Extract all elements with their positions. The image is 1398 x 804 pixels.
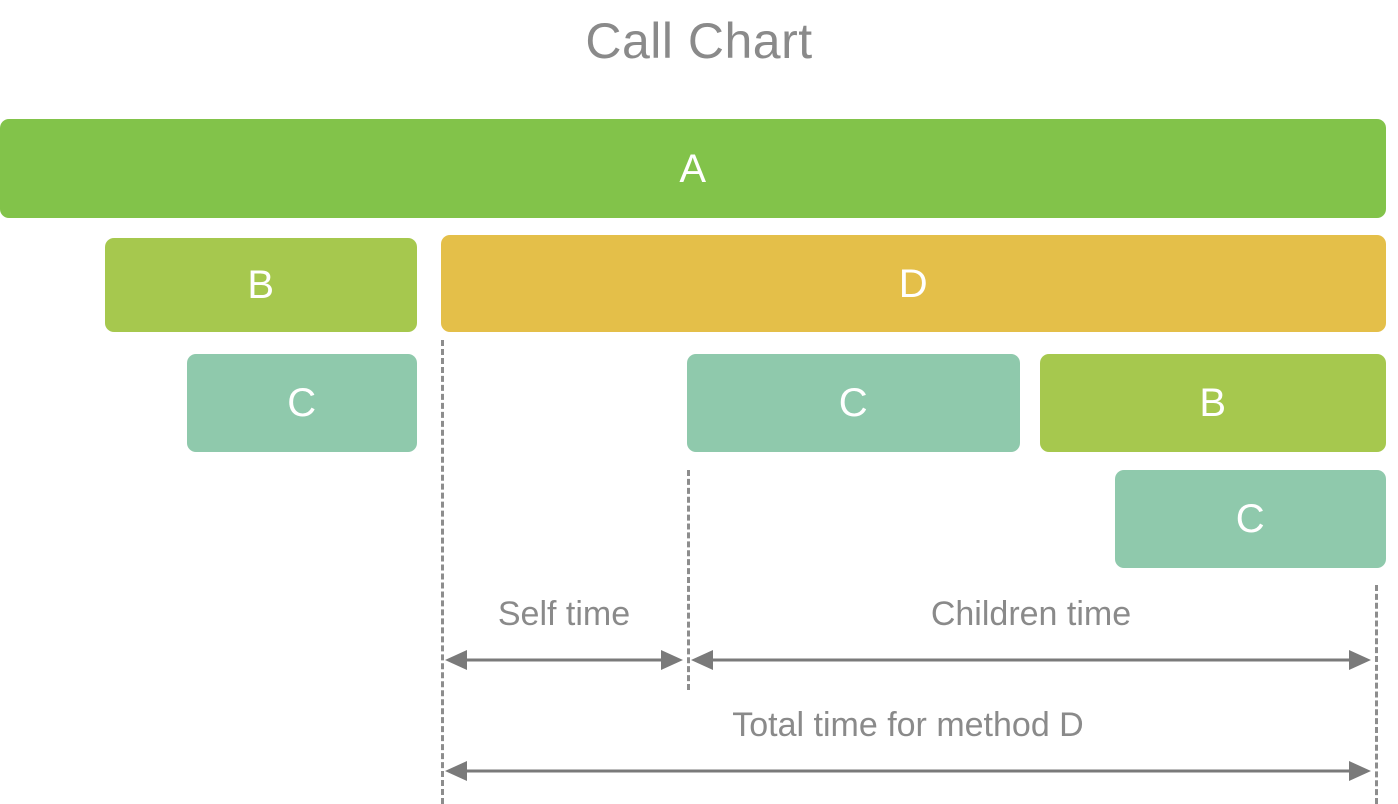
frame-label-a: A: [679, 146, 707, 191]
guide-line-right: [1375, 585, 1378, 804]
guide-line-middle: [687, 470, 690, 690]
frame-bar-c-3[interactable]: C: [1115, 470, 1386, 568]
frame-label-c-3: C: [1235, 497, 1266, 541]
frame-label-d: D: [898, 261, 929, 306]
frame-bar-b-1[interactable]: B: [105, 238, 417, 332]
total-time-arrow: [441, 758, 1375, 784]
self-time-arrow: [441, 647, 687, 673]
frame-bar-b-2[interactable]: B: [1040, 354, 1386, 452]
measure-self-time: Self time: [441, 592, 687, 678]
frame-label-b-2: B: [1199, 381, 1227, 425]
frame-label-c-2: C: [838, 381, 869, 425]
frame-bar-c-1[interactable]: C: [187, 354, 417, 452]
measure-children-time: Children time: [687, 592, 1375, 678]
self-time-label: Self time: [497, 595, 631, 633]
children-time-arrow: [687, 647, 1375, 673]
frame-label-c-1: C: [287, 381, 317, 425]
frame-bar-a[interactable]: A: [0, 119, 1386, 218]
measure-total-time: Total time for method D: [441, 703, 1375, 789]
frame-bar-d[interactable]: D: [441, 235, 1386, 332]
total-time-label: Total time for method D: [732, 706, 1084, 744]
frame-bar-c-2[interactable]: C: [687, 354, 1020, 452]
children-time-label: Children time: [930, 595, 1132, 633]
frame-label-b-1: B: [247, 263, 275, 307]
page-title: Call Chart: [585, 13, 813, 69]
guide-line-left: [441, 340, 444, 804]
